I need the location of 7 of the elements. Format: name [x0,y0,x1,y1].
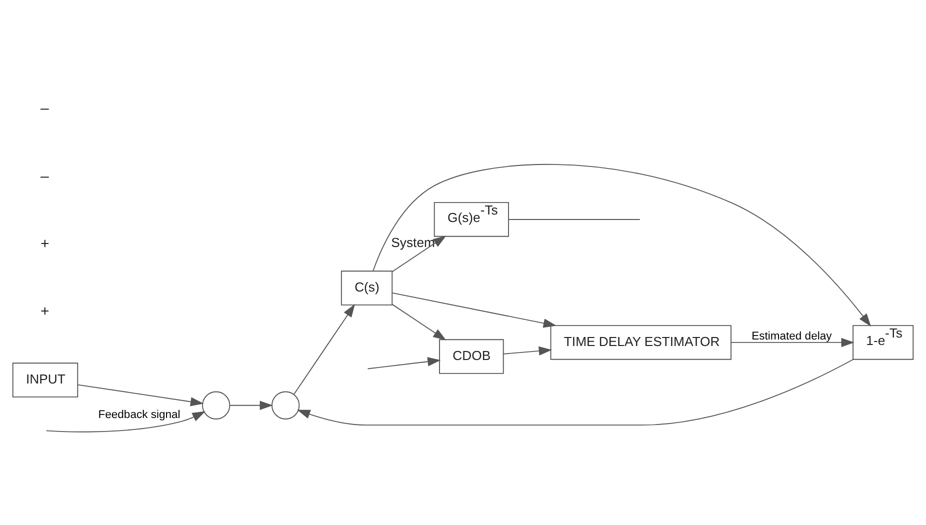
edge-label: Feedback signal [98,409,180,422]
label: + [40,235,50,252]
label: – [40,100,49,118]
label: + [40,302,50,320]
label: – [40,168,49,185]
node-label: System [391,234,435,250]
edge-label: Estimated delay [752,330,832,342]
